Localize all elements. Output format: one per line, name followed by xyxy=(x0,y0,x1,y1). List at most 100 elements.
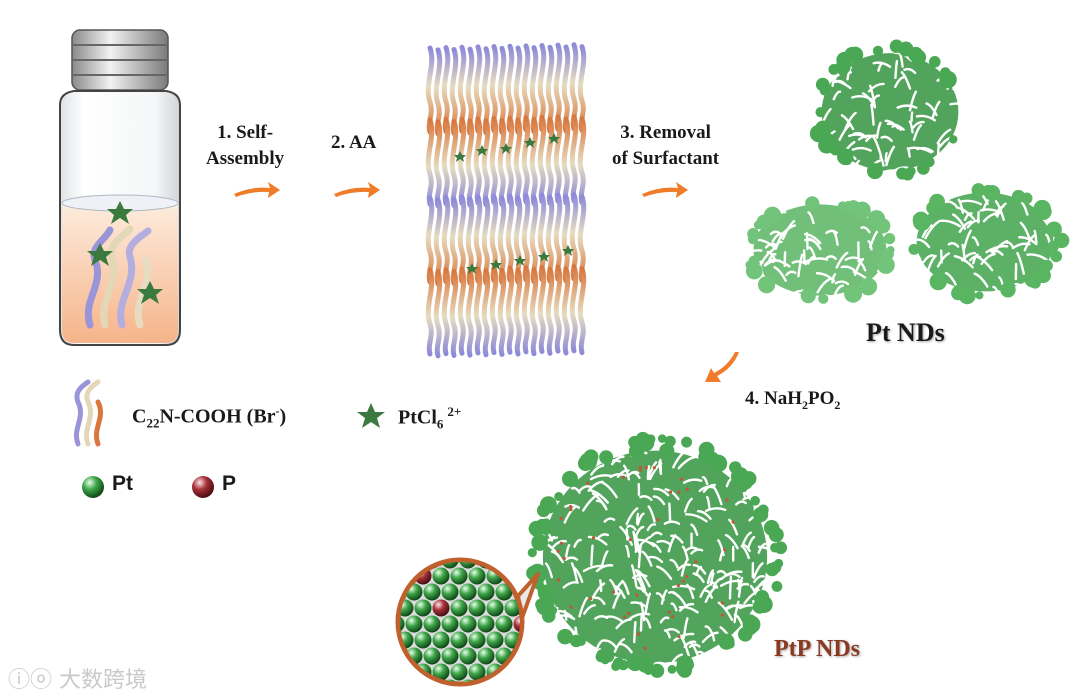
nd-branch xyxy=(884,233,895,244)
lamellar-structure-illustration xyxy=(420,38,600,363)
step2-arrow-icon xyxy=(332,180,382,200)
nd-branch xyxy=(1035,203,1052,220)
nd-pore xyxy=(641,616,642,631)
pt-atom xyxy=(433,632,450,649)
nd-pore xyxy=(637,514,638,523)
p-dopant-dot xyxy=(653,466,656,469)
step3-line1: 3. Removal xyxy=(612,120,719,146)
nd-branch xyxy=(815,107,825,117)
ptp-nanodendrite-illustration xyxy=(520,432,790,682)
nd-branch xyxy=(768,520,777,529)
surfactant-subscript: 22 xyxy=(146,416,159,431)
pt-atom xyxy=(487,632,504,649)
p-dopant-dot xyxy=(622,476,625,479)
p-atom xyxy=(433,600,450,617)
nd-branch xyxy=(542,518,550,526)
pt-atom xyxy=(406,680,423,697)
step1-label: 1. Self- Assembly xyxy=(206,120,284,172)
surfactant-c: C xyxy=(132,406,146,428)
pt-atom xyxy=(388,680,405,697)
step1-line2: Assembly xyxy=(206,146,284,172)
nd-branch xyxy=(929,56,941,68)
nd-branch xyxy=(718,634,734,650)
p-dopant-dot xyxy=(570,606,573,609)
p-dopant-dot xyxy=(639,469,642,472)
p-dopant-dot xyxy=(637,633,640,636)
nd-branch xyxy=(774,541,787,554)
p-dopant-dot xyxy=(725,498,728,501)
p-dopant-dot xyxy=(589,597,592,600)
nd-branch xyxy=(1006,288,1014,296)
p-dopant-dot xyxy=(560,542,563,545)
nd-pore xyxy=(912,112,913,120)
pt-atom xyxy=(460,648,477,665)
nd-pore xyxy=(669,504,670,521)
ptcl-superscript: 2+ xyxy=(447,404,461,419)
pt-nd-particle-left xyxy=(739,196,896,308)
p-dopant-dot xyxy=(639,466,642,469)
p-dopant-dot xyxy=(721,614,724,617)
nd-branch xyxy=(801,288,816,303)
nd-branch xyxy=(668,665,677,674)
pt-atom xyxy=(397,664,414,681)
p-dopant-dot xyxy=(669,490,672,493)
pt-atom xyxy=(532,680,549,697)
pt-atom xyxy=(469,568,486,585)
nd-branch xyxy=(940,67,951,78)
pt-atom xyxy=(451,568,468,585)
nd-branch xyxy=(757,214,772,229)
p-dopant-dot xyxy=(682,580,685,583)
nd-branch xyxy=(679,657,694,672)
nd-pore xyxy=(591,546,592,565)
pt-atom xyxy=(514,552,531,569)
nd-branch xyxy=(546,505,555,514)
pt-atom xyxy=(478,616,495,633)
nd-branch xyxy=(747,228,759,240)
step4-subscript-2: 2 xyxy=(834,398,840,412)
step4-text: 4. NaH xyxy=(745,388,802,409)
nd-pore xyxy=(730,577,731,599)
pt-atom xyxy=(523,632,540,649)
nd-branch xyxy=(758,276,775,293)
nd-branch xyxy=(984,185,1000,201)
nd-branch xyxy=(636,432,650,446)
ptcl6-star-icon xyxy=(356,402,386,432)
watermark-text: 大数跨境 xyxy=(59,668,147,693)
nd-branch xyxy=(1012,190,1025,203)
p-dopant-dot xyxy=(645,466,648,469)
pt-atom-icon xyxy=(80,474,106,500)
step3-line2: of Surfactant xyxy=(612,146,719,172)
nd-pore xyxy=(565,611,566,620)
step3-label: 3. Removal of Surfactant xyxy=(612,120,719,172)
pt-atom-label: Pt xyxy=(112,472,133,496)
nd-branch xyxy=(772,581,783,592)
step1-line1: 1. Self- xyxy=(206,120,284,146)
pt-atom xyxy=(442,648,459,665)
p-dopant-dot xyxy=(721,601,724,604)
p-dopant-dot xyxy=(667,611,670,614)
nd-branch xyxy=(924,157,935,168)
nd-branch xyxy=(599,450,613,464)
p-dopant-dot xyxy=(694,560,697,563)
pt-atom xyxy=(496,552,513,569)
nd-branch xyxy=(753,507,768,522)
pt-atom xyxy=(496,680,513,697)
nd-branch xyxy=(531,534,548,551)
atomic-zoom-bubble xyxy=(392,552,542,692)
step4-text-mid: PO xyxy=(808,388,834,409)
pt-atom xyxy=(523,664,540,681)
nd-branch xyxy=(665,436,676,447)
surfactant-legend-label: C22N-COOH (Br-) xyxy=(132,404,286,432)
pt-atom xyxy=(415,600,432,617)
pt-atom xyxy=(415,632,432,649)
p-dopant-dot xyxy=(677,490,680,493)
watermark: ⓘⓞ 大数跨境 xyxy=(8,662,147,694)
p-dopant-dot xyxy=(557,578,560,581)
p-dopant-dot xyxy=(586,482,589,485)
step2-label: 2. AA xyxy=(331,130,376,156)
nd-branch xyxy=(816,78,830,92)
nd-branch xyxy=(844,285,862,303)
pt-atom xyxy=(496,616,513,633)
nd-branch xyxy=(907,167,916,176)
p-dopant-dot xyxy=(686,488,689,491)
